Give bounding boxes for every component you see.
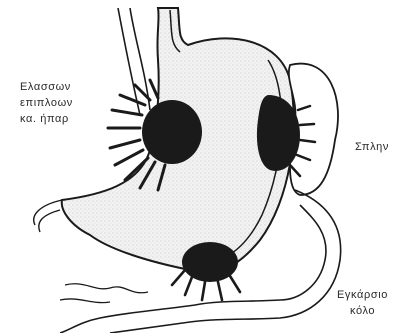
label-lesser-omentum-line3: κα. ήπαρ: [20, 112, 69, 127]
colon-haustra: [60, 284, 148, 303]
lesser-curvature-lines: [34, 200, 62, 232]
label-lesser-omentum-line1: Ελασσων: [20, 80, 71, 95]
label-colon-line2: κόλο: [350, 304, 375, 319]
label-colon-line1: Εγκάρσιο: [337, 288, 388, 303]
label-spleen: Σπλην: [355, 140, 389, 155]
label-lesser-omentum-line2: επιπλοων: [20, 96, 73, 111]
esophagus: [118, 8, 150, 115]
